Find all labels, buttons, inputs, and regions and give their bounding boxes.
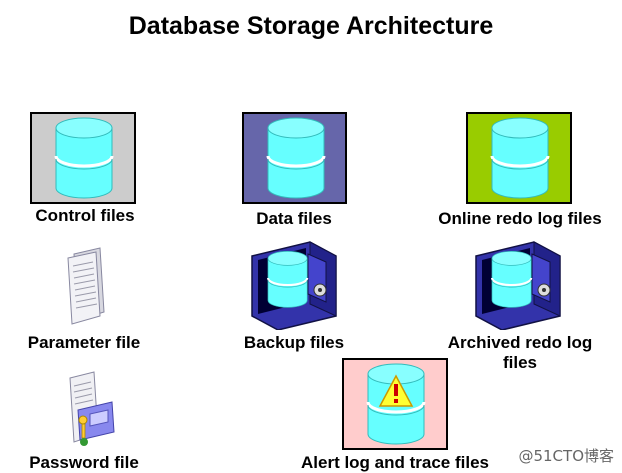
database-cylinder-icon	[54, 116, 114, 200]
data-files-tile	[242, 112, 347, 204]
alert-log-tile	[342, 358, 448, 450]
password-document-icon	[69, 371, 115, 446]
online-redo-log-label: Online redo log files	[438, 209, 602, 228]
document-icon	[67, 247, 105, 325]
warning-cylinder-icon	[366, 362, 426, 446]
backup-files-label: Backup files	[243, 333, 345, 352]
alert-log-label: Alert log and trace files	[301, 453, 489, 472]
page-title: Database Storage Architecture	[128, 12, 494, 40]
control-files-tile	[30, 112, 136, 204]
online-redo-log-tile	[466, 112, 572, 204]
database-cylinder-icon	[266, 116, 326, 200]
database-cylinder-icon	[490, 116, 550, 200]
archived-redo-log-label-line1: Archived redo log	[447, 333, 593, 352]
password-file-label: Password file	[29, 453, 139, 472]
data-files-label: Data files	[256, 209, 332, 228]
vault-cylinder-icon	[251, 241, 337, 330]
archived-redo-log-label-line2: files	[502, 353, 538, 372]
vault-cylinder-icon	[475, 241, 561, 330]
parameter-file-label: Parameter file	[27, 333, 141, 352]
control-files-label: Control files	[35, 206, 135, 225]
watermark: @51CTO博客	[518, 447, 614, 465]
